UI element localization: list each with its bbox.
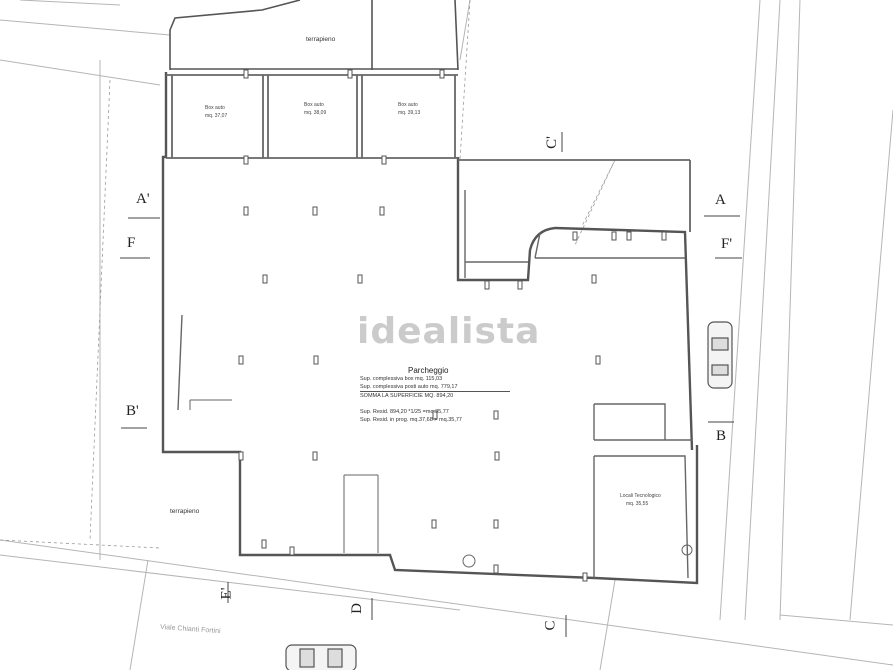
car-bottom [285,644,357,670]
section-label-b-right: B [716,428,727,444]
area-row-resid-prog: Sup. Resid. in prog. mq.37,68 > mq.35,77 [360,417,462,423]
tech-room-area: mq. 35,55 [626,501,649,507]
parking-area-summary: Parcheggio Sup. complessiva box mq. 115,… [360,366,510,424]
pillars [238,69,667,582]
box-2-area: mq. 38,09 [304,110,327,116]
parcheggio-title: Parcheggio [408,366,449,375]
section-label-f-right: F' [721,236,733,252]
box-2-name: Box auto [304,102,324,108]
top-terrapieno [169,0,459,71]
area-row-resid: Sup. Resid. 894,20 *1/25 =mq.35,77 [360,409,449,415]
drain-circles [462,544,693,568]
section-label-a-right: A [715,192,726,208]
terrapieno-bottom-label: terrapieno [170,508,200,515]
dashed-guide-lines [0,0,616,549]
car-right [707,321,733,389]
section-label-b-left: B' [126,403,139,419]
idealista-watermark: idealista [357,311,541,352]
section-label-d: D [348,603,365,614]
section-label-c-top: C' [543,136,560,149]
section-label-e: E' [218,587,235,600]
section-label-f-left: F [127,235,136,251]
stair [189,399,379,553]
box-3-area: mq. 39,13 [398,110,421,116]
box-1-area: mq. 37,07 [205,113,228,119]
area-row-somma: SOMMA LA SUPERFICIE MQ. 894,20 [360,391,510,400]
area-row-posti-auto: Sup. complessiva posti auto mq. 779,17 [360,384,458,390]
tech-room-name: Locali Tecnologico [620,493,661,499]
terrapieno-top-label: terrapieno [306,36,336,43]
section-label-a-left: A' [136,191,150,207]
outer-walls [161,72,699,585]
section-label-c-bottom: C [542,620,559,631]
box-3-name: Box auto [398,102,418,108]
inner-walls [177,190,692,579]
box-walls [166,74,691,232]
section-markers [120,132,742,637]
area-row-box: Sup. complessiva box mq. 115,03 [360,376,443,382]
box-1-name: Box auto [205,105,225,111]
